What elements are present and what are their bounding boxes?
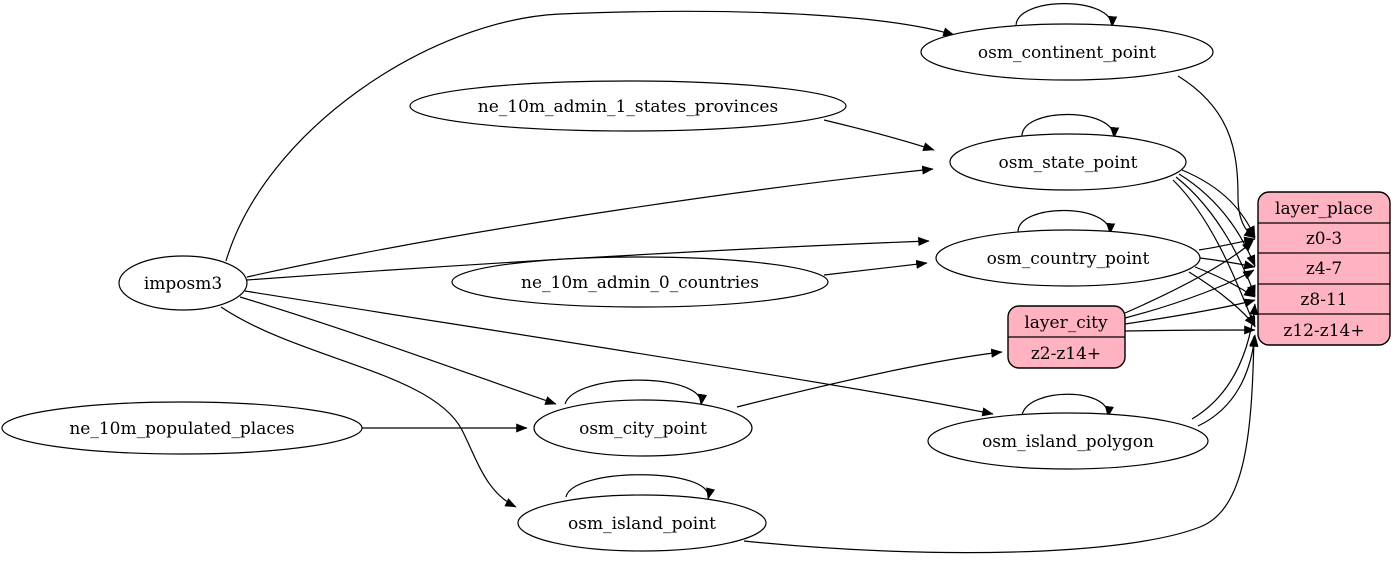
node-osm_continent_point-shape <box>920 23 1214 81</box>
node-osm_country_point: osm_country_point <box>935 229 1201 287</box>
edge-osm_city_point-layer_city-z2-z14 <box>736 348 1003 408</box>
node-osm_state_point-label: osm_state_point <box>999 153 1138 173</box>
edge-imposm3-osm_island_point <box>220 306 517 508</box>
edge-osm_country_point-layer_place-z0-3 <box>1198 236 1256 251</box>
node-layer_place-row-z4-7: z4-7 <box>1306 259 1342 279</box>
edge-self-osm_country_point <box>1017 209 1116 235</box>
edge-osm_country_point-layer_place-z12-z14 <box>1188 271 1256 327</box>
edge-self-osm_continent_point <box>1015 3 1118 28</box>
edge-osm_state_point-layer_place-z4-7 <box>1178 173 1256 267</box>
node-layer_place-row-z12-z14: z12-z14+ <box>1283 321 1364 341</box>
edge-imposm3-osm_island_polygon <box>244 290 994 417</box>
edge-osm_island_polygon-layer_place-z12-z14 <box>1197 334 1259 427</box>
node-ne_10m_admin_1_states_provinces-shape <box>409 80 847 132</box>
node-osm_island_polygon-label: osm_island_polygon <box>982 432 1154 452</box>
node-ne_10m_admin_0_countries-label: ne_10m_admin_0_countries <box>521 273 759 293</box>
node-osm_island_point: osm_island_point <box>517 494 767 552</box>
node-layer_city: layer_city z2-z14+ <box>1007 305 1126 369</box>
node-osm_continent_point: osm_continent_point <box>920 23 1214 81</box>
edge-osm_country_point-layer_place-z8-11 <box>1194 266 1256 298</box>
edge-ne_10m_admin_1_states_provinces-osm_state_point <box>823 119 935 152</box>
node-osm_island_polygon-shape <box>927 412 1209 470</box>
node-osm_country_point-label: osm_country_point <box>987 249 1150 269</box>
edge-layer_city-layer_place-z4-7 <box>1124 269 1255 319</box>
node-ne_10m_populated_places-label: ne_10m_populated_places <box>69 419 294 439</box>
node-osm_island_point-label: osm_island_point <box>568 514 716 534</box>
edge-osm_island_point-layer_place-z12-z14 <box>743 335 1259 554</box>
edge-osm_continent_point-layer_place-z0-3 <box>1177 75 1256 239</box>
edge-imposm3-osm_country_point <box>246 236 930 281</box>
node-layer_place-shape <box>1257 191 1391 346</box>
node-layer_place-row-z8-11: z8-11 <box>1300 290 1347 310</box>
edge-layer_city-layer_place-z0-3 <box>1124 240 1254 314</box>
edge-group <box>220 3 1259 554</box>
edge-self-osm_state_point <box>1021 113 1120 139</box>
node-ne_10m_admin_0_countries-shape <box>451 256 829 308</box>
node-layer_place: layer_place z0-3 z4-7 z8-11 z12-z14+ <box>1257 191 1391 346</box>
node-layer_place-row-z0-3: z0-3 <box>1306 229 1342 249</box>
node-imposm3: imposm3 <box>118 255 248 311</box>
node-osm_continent_point-label: osm_continent_point <box>978 43 1156 63</box>
node-imposm3-shape <box>118 255 248 311</box>
node-osm_city_point-label: osm_city_point <box>579 419 707 439</box>
edge-ne_10m_admin_0_countries-osm_country_point <box>823 259 928 276</box>
node-osm_city_point: osm_city_point <box>533 399 753 457</box>
edge-self-osm_island_point <box>565 474 716 500</box>
node-ne_10m_admin_1_states_provinces-label: ne_10m_admin_1_states_provinces <box>478 97 778 117</box>
edge-osm_state_point-layer_place-z8-11 <box>1175 176 1256 297</box>
edge-osm_island_polygon-layer_place-z8-11 <box>1191 303 1259 420</box>
edge-imposm3-osm_continent_point <box>225 10 955 262</box>
edge-self-osm_island_polygon <box>1021 393 1114 418</box>
node-osm_island_point-shape <box>517 494 767 552</box>
edge-imposm3-osm_state_point <box>246 165 934 278</box>
node-layer_place-title: layer_place <box>1275 199 1373 219</box>
edge-self-osm_city_point <box>564 379 708 406</box>
node-imposm3-label: imposm3 <box>144 274 222 294</box>
node-osm_country_point-shape <box>935 229 1201 287</box>
edge-layer_city-layer_place-z12-z14 <box>1124 325 1256 335</box>
edge-osm_country_point-layer_place-z4-7 <box>1199 257 1256 270</box>
node-osm_island_polygon: osm_island_polygon <box>927 412 1209 470</box>
node-osm_state_point-shape <box>949 133 1187 191</box>
node-osm_state_point: osm_state_point <box>949 133 1187 191</box>
node-ne_10m_populated_places-shape <box>1 401 363 455</box>
node-ne_10m_populated_places: ne_10m_populated_places <box>1 401 363 455</box>
edge-layer_city-layer_place-z8-11 <box>1124 298 1256 325</box>
node-layer_city-title: layer_city <box>1024 313 1108 333</box>
node-ne_10m_admin_0_countries: ne_10m_admin_0_countries <box>451 256 829 308</box>
node-ne_10m_admin_1_states_provinces: ne_10m_admin_1_states_provinces <box>409 80 847 132</box>
edge-osm_state_point-layer_place-z0-3 <box>1181 169 1256 238</box>
node-layer_city-row-z2-z14: z2-z14+ <box>1031 344 1101 364</box>
node-osm_city_point-shape <box>533 399 753 457</box>
edge-imposm3-osm_city_point <box>239 296 557 405</box>
